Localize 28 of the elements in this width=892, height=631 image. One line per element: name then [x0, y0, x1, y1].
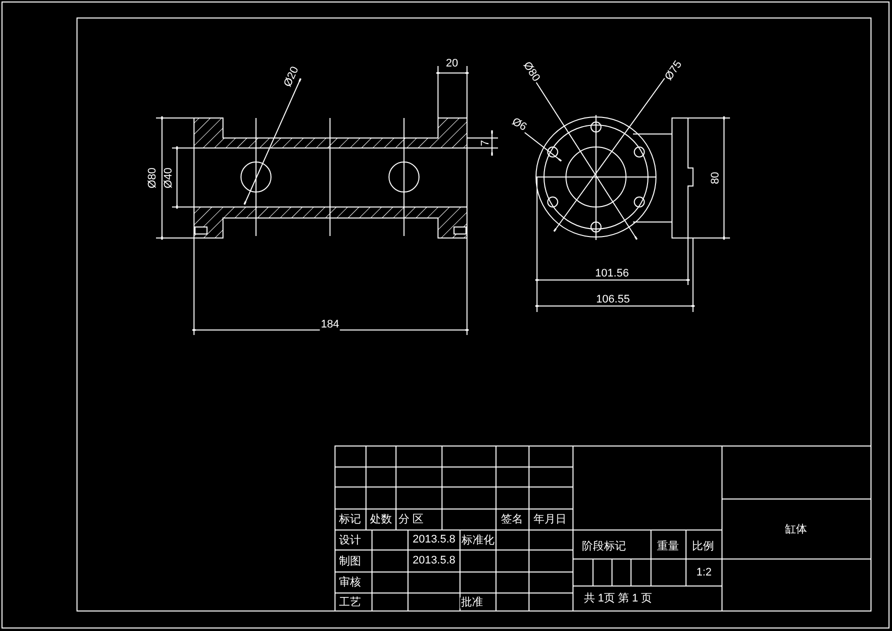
dimension-text: 20	[444, 58, 460, 70]
title-block-text: 2013.5.8	[412, 556, 456, 566]
dimension-text: 101.56	[594, 268, 630, 280]
title-block-text: 批准	[460, 598, 484, 608]
title-block-text: 1:2	[695, 568, 713, 578]
title-block-text: 标准化	[460, 536, 496, 546]
title-block-text: 工艺	[338, 598, 362, 608]
title-block-text: 分 区	[397, 514, 425, 526]
title-block-text: 缸体	[784, 524, 808, 536]
dimension-text: 80	[710, 170, 722, 186]
title-block-text: 年月日	[532, 514, 568, 526]
title-block-text: 签名	[500, 514, 524, 526]
title-block-text: 处数	[369, 514, 393, 526]
dimension-text: Ø80	[148, 166, 158, 190]
title-block-text: 标记	[338, 514, 362, 526]
title-block-text: 比例	[691, 542, 715, 552]
title-block-text: 阶段标记	[581, 542, 627, 552]
title-block-text: 制图	[338, 556, 362, 568]
title-block-text: 审核	[338, 578, 362, 588]
dimension-text: 106.55	[595, 294, 631, 306]
title-block-text: 2013.5.8	[412, 534, 456, 546]
title-block-text: 设计	[338, 536, 362, 546]
dimension-text: Ø40	[164, 166, 174, 190]
dimension-text: 184	[320, 320, 340, 330]
title-block-text: 重量	[656, 542, 680, 552]
dimension-text: Ø6	[509, 116, 529, 134]
dimension-text: 7	[480, 138, 492, 148]
title-block-text: 共 1页 第 1 页	[582, 594, 654, 604]
